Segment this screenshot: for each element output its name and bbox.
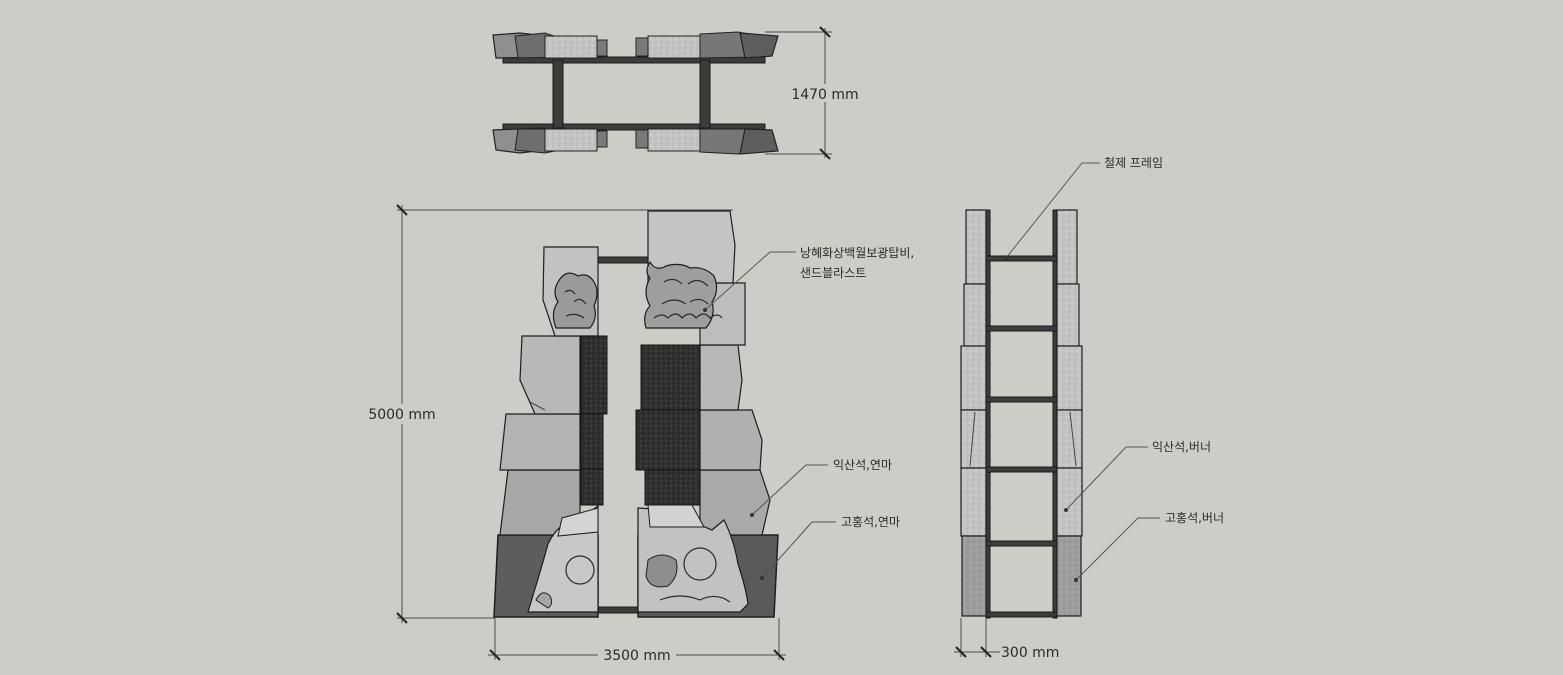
top-frame-left-post — [552, 59, 564, 129]
label-steel-frame: 철제 프레임 — [1104, 156, 1163, 170]
top-frame-upper-bar — [502, 56, 766, 64]
label-front-iksan: 익산석,연마 — [833, 458, 892, 472]
top-stones-lower — [492, 127, 779, 155]
front-turtle-base — [527, 504, 749, 613]
top-frame-lower-bar — [502, 123, 766, 131]
dim-side-depth: 300 mm — [1001, 645, 1059, 661]
dim-front-width: 3500 mm — [603, 648, 670, 664]
leader-front-gohong — [761, 521, 836, 579]
side-left-stones — [960, 209, 987, 617]
top-stones-upper — [492, 31, 779, 59]
leader-side-iksan — [1065, 446, 1148, 511]
leader-front-iksan — [751, 464, 828, 516]
front-stele-carving — [580, 335, 701, 506]
label-front-gohong: 고홍석,연마 — [841, 515, 900, 529]
dim-top-depth: 1470 mm — [791, 87, 858, 103]
label-side-iksan: 익산석,버너 — [1152, 440, 1211, 454]
leader-stele — [704, 251, 796, 311]
front-view: 5000 mm 3500 mm — [364, 204, 914, 664]
dim-front-height: 5000 mm — [368, 407, 435, 423]
leader-side-gohong — [1075, 517, 1160, 581]
top-frame-right-post — [699, 59, 711, 129]
leader-steel-frame — [1005, 162, 1100, 259]
top-view: 1470 mm — [492, 26, 860, 160]
label-stele-line2: 샌드블라스트 — [800, 266, 866, 280]
front-frame-bottom-bar — [597, 606, 639, 614]
side-right-stones — [1056, 209, 1083, 617]
label-stele-line1: 낭혜화상백월보광탑비, — [800, 246, 914, 260]
label-side-gohong: 고홍석,버너 — [1165, 511, 1224, 525]
side-view: 300 mm 철제 프레임 익산석,버너 고홍석,버너 — [954, 156, 1224, 661]
front-frame-top-bar — [597, 256, 649, 264]
front-dragon-capstones — [552, 260, 723, 329]
side-steel-frame — [985, 209, 1058, 619]
